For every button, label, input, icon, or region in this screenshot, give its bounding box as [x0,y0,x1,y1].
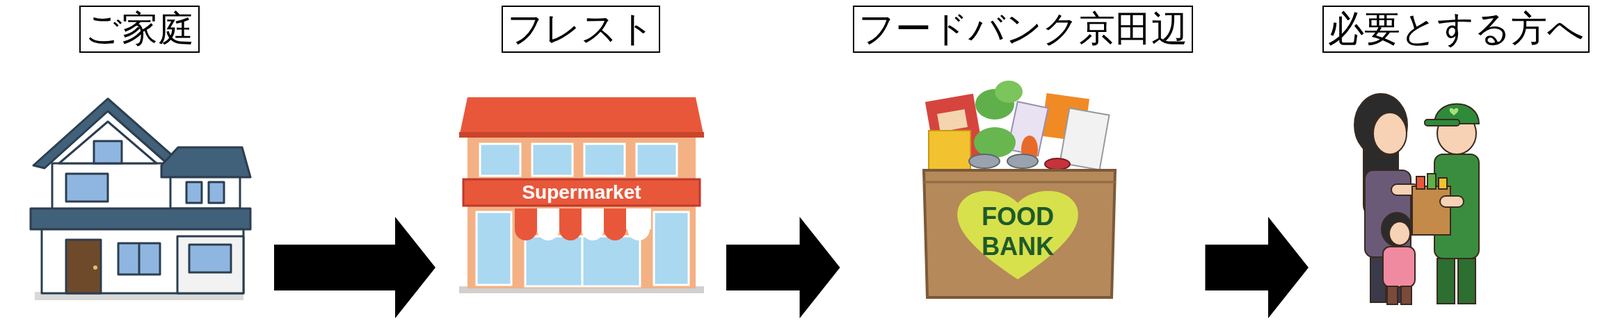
stage-label: 必要とする方へ [1322,5,1590,53]
stage-label: フレスト [501,5,661,53]
food-bank-picture [923,80,1116,298]
stage-box: ご家庭 [13,5,265,323]
stage-label: フードバンク京田辺 [852,5,1194,53]
stage-box: フードバンク京田辺 [850,5,1196,323]
store-sign: Supermarket [521,182,641,204]
supermarket-picture [459,97,704,294]
people-picture [1354,93,1479,305]
stage-box: フレスト [445,5,717,323]
stage-label: ご家庭 [79,5,200,53]
flow-arrow [726,217,841,319]
stage-box: 必要とする方へ [1318,5,1594,323]
box-print: BANK [981,233,1054,261]
flow-arrow [1205,217,1310,319]
house-picture [30,98,251,301]
flow-arrow [274,217,436,319]
box-print: FOOD [981,203,1054,231]
